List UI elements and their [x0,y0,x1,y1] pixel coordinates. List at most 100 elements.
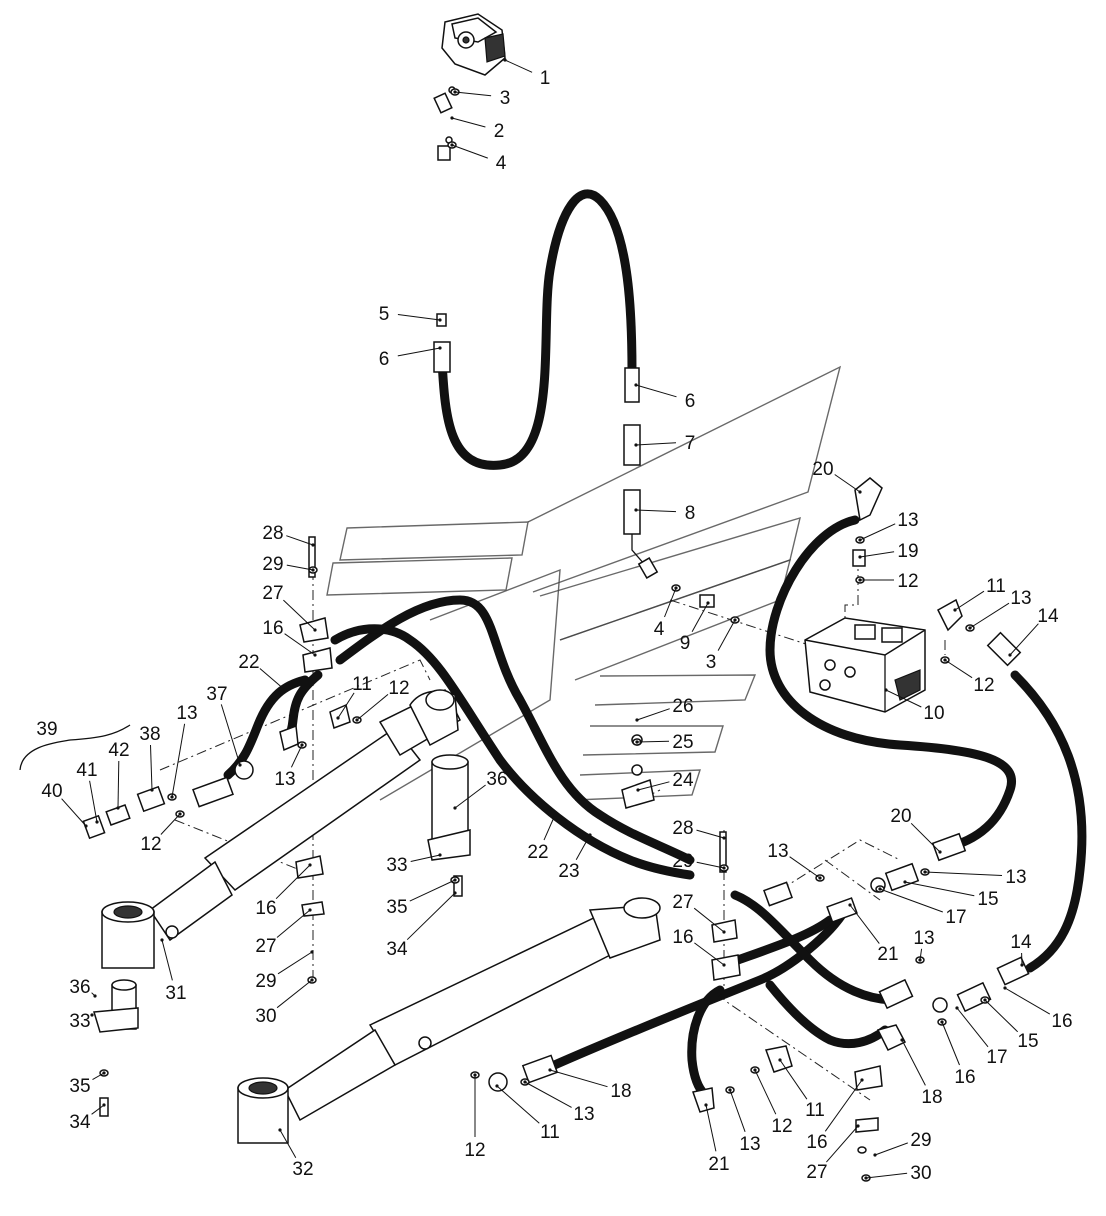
leader-arrowhead [150,788,154,792]
callout-7-7: 7 [634,433,695,454]
leader-arrowhead [722,963,726,967]
leader-arrowhead [355,718,359,722]
leader-arrowhead [722,866,726,870]
callout-33-43: 33 [386,853,442,876]
leader-arrowhead [450,143,454,147]
callout-28-46: 28 [672,818,726,840]
callout-number: 13 [739,1134,760,1155]
callout-number: 39 [36,719,57,740]
callout-21-80: 21 [704,1103,730,1175]
callout-12-77: 12 [753,1068,793,1137]
callout-number: 30 [910,1163,931,1184]
leader-line [150,744,153,791]
callout-29-22: 29 [262,554,315,575]
leader-line [91,1104,105,1115]
callout-26-37: 26 [635,696,694,722]
callout-33-69: 33 [69,1011,94,1032]
callout-number: 22 [527,842,548,863]
callout-4-18: 4 [654,586,678,640]
leader-arrowhead [722,930,726,934]
leader-line [694,942,725,966]
leader-arrowhead [858,538,862,542]
leader-line [717,619,736,651]
callout-4-3: 4 [450,143,507,174]
callout-number: 14 [1037,606,1059,627]
callout-number: 16 [806,1132,827,1153]
callout-12-12: 12 [858,571,919,592]
leader-arrowhead [453,878,457,882]
leader-line [275,864,311,900]
callout-14-57: 14 [1010,932,1032,967]
leader-line [286,535,314,546]
callout-20-51: 20 [890,806,942,854]
leader-line [879,888,943,913]
callout-number: 27 [672,892,693,913]
callout-number: 11 [540,1122,560,1143]
callout-number: 16 [672,927,693,948]
callout-number: 20 [812,459,833,480]
callout-number: 31 [165,983,186,1004]
callout-number: 10 [923,703,944,724]
leader-arrowhead [311,568,315,572]
callout-42-31: 42 [108,740,130,810]
leader-arrowhead [453,806,457,810]
callout-35-70: 35 [69,1071,106,1097]
callout-number: 36 [69,977,90,998]
leader-arrowhead [102,1103,106,1107]
callout-number: 15 [977,889,998,910]
leader-arrowhead [553,813,557,817]
fittings [82,341,1030,1113]
callout-number: 29 [910,1130,931,1151]
leader-arrowhead [278,1128,282,1132]
washer [857,1146,867,1154]
callout-number: 27 [255,936,276,957]
callout-10-17: 10 [884,688,945,724]
leader-line [865,1172,908,1179]
callout-number: 12 [388,678,409,699]
callout-number: 29 [262,554,283,575]
callout-11-78: 11 [778,1058,825,1121]
leader-line [337,692,355,719]
leader-arrowhead [1003,986,1007,990]
leader-arrowhead [860,1078,864,1082]
leader-line [1004,987,1051,1015]
callout-number: 14 [1010,932,1032,953]
callout-11-74: 11 [495,1084,560,1143]
leader-line [901,1039,926,1086]
leader-line [789,856,821,879]
leader-line [409,879,456,902]
hoses [223,189,1087,1100]
callout-number: 25 [672,732,693,753]
leader-line [397,314,441,321]
leader-arrowhead [308,863,312,867]
callout-number: 34 [386,939,408,960]
callout-number: 9 [680,633,691,654]
leader-arrowhead [635,740,639,744]
callout-number: 32 [292,1159,313,1180]
callout-29-65: 29 [255,950,314,992]
leader-arrowhead [706,601,710,605]
callout-38-30: 38 [139,724,161,792]
leader-line [954,590,985,611]
steel-tube [418,86,456,327]
callout-number: 5 [379,304,390,325]
callout-number: 6 [685,391,696,412]
callout-number: 18 [610,1081,631,1102]
leader-arrowhead [238,763,242,767]
leader-line [61,798,87,827]
leader-arrowhead [918,958,922,962]
callout-13-10: 13 [858,510,919,542]
leader-arrowhead [903,880,907,884]
leader-line [1009,623,1039,656]
leader-arrowhead [733,618,737,622]
callout-34-71: 34 [69,1103,106,1133]
leader-line [504,59,533,73]
leader-arrowhead [300,743,304,747]
leader-arrowhead [858,555,862,559]
leader-arrowhead [548,1068,552,1072]
callout-13-32: 13 [170,703,198,799]
leader-arrowhead [453,90,457,94]
callout-29-82: 29 [873,1130,932,1157]
leader-arrowhead [856,1124,860,1128]
callout-number: 16 [262,618,283,639]
